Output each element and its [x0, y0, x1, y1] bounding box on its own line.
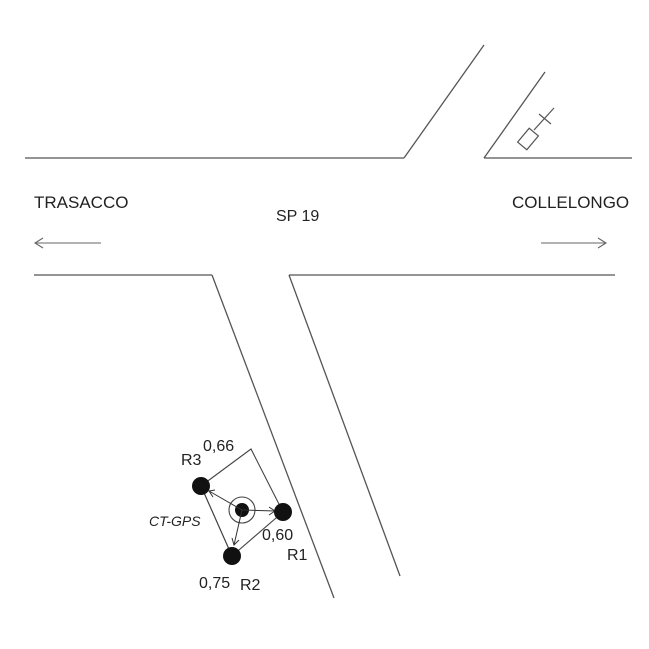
cross-symbol-icon	[516, 107, 555, 151]
receiver-r2-name: R2	[240, 577, 261, 594]
receiver-r2-marker	[223, 547, 241, 565]
receiver-r2-distance: 0,75	[199, 575, 230, 592]
receiver-r3-marker	[192, 477, 210, 495]
left-arrow-icon	[33, 237, 101, 249]
side-road-edge-left	[211, 274, 335, 599]
left-town-label: TRASACCO	[34, 193, 128, 212]
receiver-r3-name: R3	[181, 452, 202, 469]
side-road-edge-right	[288, 274, 401, 577]
receiver-r1-name: R1	[287, 547, 308, 564]
station-vectors	[208, 489, 276, 546]
station-label: CT-GPS	[149, 513, 201, 529]
road-label: SP 19	[276, 208, 319, 225]
receiver-diagonal	[200, 485, 233, 557]
receiver-r1-marker	[274, 503, 292, 521]
branch-road-edge-right	[483, 71, 546, 159]
right-town-label: COLLELONGO	[512, 193, 629, 212]
right-arrow-icon	[541, 237, 608, 249]
branch-road-edge-left	[403, 44, 485, 159]
receiver-r3-distance: 0,66	[203, 438, 234, 455]
receiver-r1-distance: 0,60	[262, 527, 293, 544]
